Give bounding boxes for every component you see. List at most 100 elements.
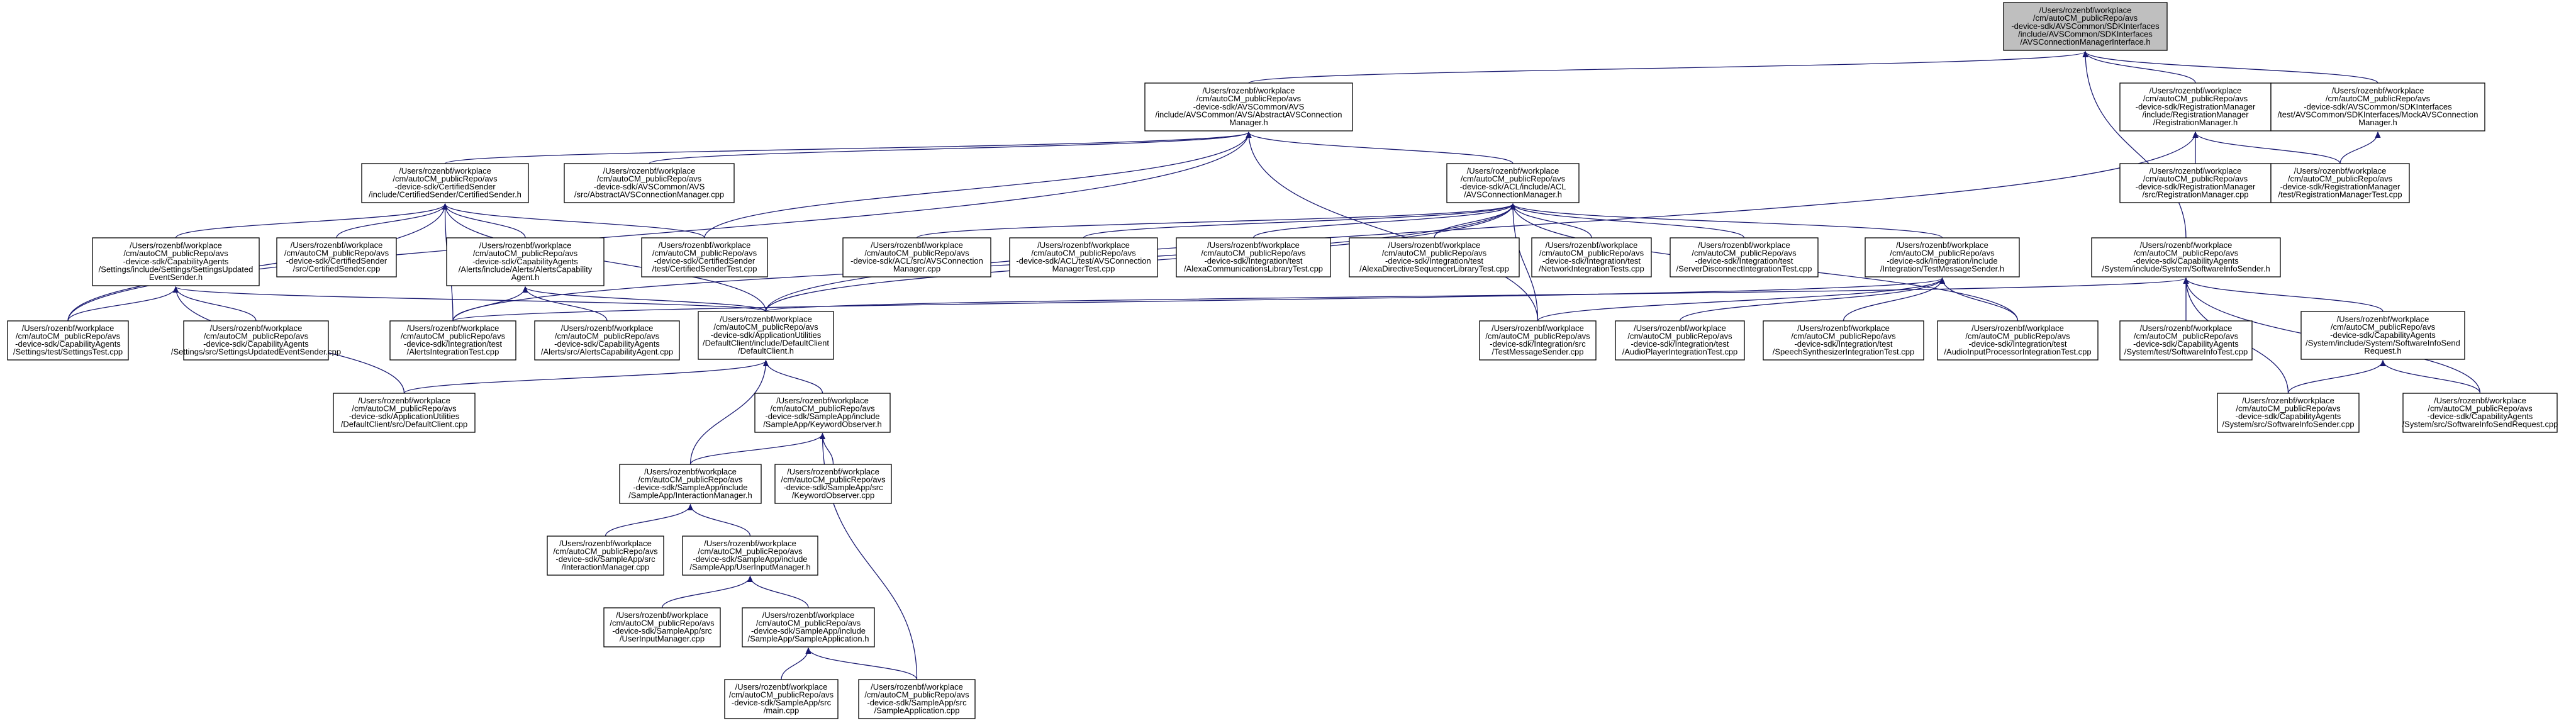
node-userinput-cpp[interactable]: /Users/rozenbf/workplace/cm/autoCM_publi… <box>603 607 721 647</box>
edge-speech-to-testmsg-h <box>1843 278 1943 322</box>
node-label-line: /src/AbstractAVSConnectionManager.cpp <box>574 190 724 199</box>
node-label-line: /SampleApp/UserInputManager.h <box>689 563 810 572</box>
node-box <box>1865 237 2020 277</box>
node-box <box>603 607 721 647</box>
node-label-line: -device-sdk/CapabilityAgents <box>554 339 660 349</box>
edge-alerts-cpp-to-alerts-h <box>525 287 608 322</box>
node-label-line: -device-sdk/SampleApp/include <box>765 412 879 421</box>
node-swinfotest[interactable]: /Users/rozenbf/workplace/cm/autoCM_publi… <box>2119 320 2253 361</box>
node-testmsg-cpp[interactable]: /Users/rozenbf/workplace/cm/autoCM_publi… <box>1479 320 1597 361</box>
node-label-line: -device-sdk/AVSCommon/SDKInterfaces <box>2011 21 2160 31</box>
node-root[interactable]: /Users/rozenbf/workplace/cm/autoCM_publi… <box>2003 2 2168 51</box>
node-label-line: /SampleApp/SampleApplication.h <box>748 634 869 644</box>
node-reg-h[interactable]: /Users/rozenbf/workplace/cm/autoCM_publi… <box>2119 82 2272 132</box>
node-label-line: /Users/rozenbf/workplace <box>2294 166 2387 176</box>
node-audioplayer[interactable]: /Users/rozenbf/workplace/cm/autoCM_publi… <box>1615 320 1745 361</box>
node-label-line: /Users/rozenbf/workplace <box>407 323 499 333</box>
node-box <box>2003 2 2168 51</box>
node-swinfo-h[interactable]: /Users/rozenbf/workplace/cm/autoCM_publi… <box>2091 237 2281 277</box>
node-netint[interactable]: /Users/rozenbf/workplace/cm/autoCM_publi… <box>1531 237 1652 277</box>
node-label-line: -device-sdk/ApplicationUtilities <box>349 412 460 421</box>
node-label-line: -device-sdk/ACL/test/AVSConnection <box>1016 256 1151 266</box>
node-alexadir[interactable]: /Users/rozenbf/workplace/cm/autoCM_publi… <box>1349 237 1520 277</box>
node-label-line: /cm/autoCM_publicRepo/avs <box>1031 249 1136 258</box>
node-mock-h[interactable]: /Users/rozenbf/workplace/cm/autoCM_publi… <box>2270 82 2485 132</box>
node-label-line: /ServerDisconnectIntegrationTest.cpp <box>1676 264 1812 274</box>
node-box <box>754 393 891 433</box>
node-label-line: /AlexaCommunicationsLibraryTest.cpp <box>1184 264 1323 274</box>
node-label-line: /cm/autoCM_publicRepo/avs <box>16 332 121 341</box>
node-swreq-h[interactable]: /Users/rozenbf/workplace/cm/autoCM_publi… <box>2300 311 2465 360</box>
node-label-line: /Users/rozenbf/workplace <box>1467 166 1559 176</box>
edge-path <box>525 287 608 322</box>
node-label-line: /cm/autoCM_publicRepo/avs <box>123 249 228 258</box>
node-acl-cpp[interactable]: /Users/rozenbf/workplace/cm/autoCM_publi… <box>842 237 991 277</box>
node-testmsg-h[interactable]: /Users/rozenbf/workplace/cm/autoCM_publi… <box>1865 237 2020 277</box>
node-sampleapp-cpp[interactable]: /Users/rozenbf/workplace/cm/autoCM_publi… <box>858 679 976 719</box>
node-label-line: -device-sdk/Integration/test <box>404 339 502 349</box>
node-alerts-h[interactable]: /Users/rozenbf/workplace/cm/autoCM_publi… <box>446 237 605 286</box>
node-settings-cpp[interactable]: /Users/rozenbf/workplace/cm/autoCM_publi… <box>171 320 341 361</box>
node-defclient-h[interactable]: /Users/rozenbf/workplace/cm/autoCM_publi… <box>698 311 834 360</box>
node-interact-cpp[interactable]: /Users/rozenbf/workplace/cm/autoCM_publi… <box>547 535 664 576</box>
node-label-line: /Users/rozenbf/workplace <box>2332 86 2424 96</box>
node-label-line: -device-sdk/CapabilityAgents <box>203 339 309 349</box>
node-label-line: -device-sdk/ACL/include/ACL <box>1459 182 1566 191</box>
node-label-line: -device-sdk/RegistrationManager <box>2136 102 2256 111</box>
node-label-line: Request.h <box>2364 346 2401 356</box>
node-userinput-h[interactable]: /Users/rozenbf/workplace/cm/autoCM_publi… <box>682 535 818 576</box>
node-label-line: -device-sdk/SampleApp/include <box>751 626 866 636</box>
node-reg-cpp[interactable]: /Users/rozenbf/workplace/cm/autoCM_publi… <box>2119 163 2272 203</box>
node-label-line: /AlertsIntegrationTest.cpp <box>407 347 499 357</box>
edge-defclient-h-to-settings-h <box>176 287 767 312</box>
node-box <box>2217 393 2360 433</box>
node-sampleapp-h[interactable]: /Users/rozenbf/workplace/cm/autoCM_publi… <box>742 607 875 647</box>
node-label-line: -device-sdk/SampleApp/src <box>555 554 655 564</box>
node-label-line: -device-sdk/CapabilityAgents <box>2330 330 2436 340</box>
edge-main-cpp-to-sampleapp-h <box>781 648 808 680</box>
node-acl-h[interactable]: /Users/rozenbf/workplace/cm/autoCM_publi… <box>1446 163 1580 203</box>
node-settingstest[interactable]: /Users/rozenbf/workplace/cm/autoCM_publi… <box>7 320 129 361</box>
node-acl-test[interactable]: /Users/rozenbf/workplace/cm/autoCM_publi… <box>1009 237 1158 277</box>
node-label-line: /include/CertifiedSender/CertifiedSender… <box>369 190 521 199</box>
node-label-line: /cm/autoCM_publicRepo/avs <box>1461 174 1566 184</box>
node-box <box>1479 320 1597 361</box>
node-certtest[interactable]: /Users/rozenbf/workplace/cm/autoCM_publi… <box>641 237 768 277</box>
node-alertsinttest[interactable]: /Users/rozenbf/workplace/cm/autoCM_publi… <box>389 320 516 361</box>
node-swreq-cpp[interactable]: /Users/rozenbf/workplace/cm/autoCM_publi… <box>2402 393 2558 433</box>
node-label-line: /Users/rozenbf/workplace <box>2140 240 2233 250</box>
node-cert-h[interactable]: /Users/rozenbf/workplace/cm/autoCM_publi… <box>361 163 529 203</box>
node-kwobs-h[interactable]: /Users/rozenbf/workplace/cm/autoCM_publi… <box>754 393 891 433</box>
node-alerts-cpp[interactable]: /Users/rozenbf/workplace/cm/autoCM_publi… <box>534 320 680 361</box>
node-label-line: /cm/autoCM_publicRepo/avs <box>204 332 309 341</box>
node-label-line: /Users/rozenbf/workplace <box>704 539 796 548</box>
node-defclient-cpp[interactable]: /Users/rozenbf/workplace/cm/autoCM_publi… <box>333 393 476 433</box>
node-box <box>1937 320 2099 361</box>
edge-path <box>2085 52 2196 84</box>
node-box <box>547 535 664 576</box>
edge-testmsg-h-to-acl-h <box>1513 204 1943 238</box>
node-abs-cpp[interactable]: /Users/rozenbf/workplace/cm/autoCM_publi… <box>564 163 735 203</box>
edge-path <box>765 278 2187 312</box>
edge-certtest-to-abs-h <box>704 132 1249 238</box>
node-main-cpp[interactable]: /Users/rozenbf/workplace/cm/autoCM_publi… <box>724 679 839 719</box>
node-settings-h[interactable]: /Users/rozenbf/workplace/cm/autoCM_publi… <box>92 237 260 286</box>
node-speech[interactable]: /Users/rozenbf/workplace/cm/autoCM_publi… <box>1763 320 1924 361</box>
node-alexacomm[interactable]: /Users/rozenbf/workplace/cm/autoCM_publi… <box>1176 237 1331 277</box>
node-label-line: /Users/rozenbf/workplace <box>1896 240 1988 250</box>
node-label-line: -device-sdk/RegistrationManager <box>2136 182 2256 191</box>
edge-netint-to-acl-h <box>1513 204 1592 238</box>
node-cert-cpp[interactable]: /Users/rozenbf/workplace/cm/autoCM_publi… <box>276 237 397 277</box>
node-abs-h[interactable]: /Users/rozenbf/workplace/cm/autoCM_publi… <box>1144 82 1353 132</box>
node-regtest[interactable]: /Users/rozenbf/workplace/cm/autoCM_publi… <box>2270 163 2410 203</box>
node-kwobs-cpp[interactable]: /Users/rozenbf/workplace/cm/autoCM_publi… <box>774 464 892 504</box>
node-label-line: /cm/autoCM_publicRepo/avs <box>2331 322 2436 332</box>
node-box <box>446 237 605 286</box>
edge-path <box>1679 278 1943 322</box>
node-label-line: /cm/autoCM_publicRepo/avs <box>698 547 803 556</box>
node-serverdisc[interactable]: /Users/rozenbf/workplace/cm/autoCM_publi… <box>1670 237 1819 277</box>
node-interact-h[interactable]: /Users/rozenbf/workplace/cm/autoCM_publi… <box>619 464 762 504</box>
node-swinfo-cpp[interactable]: /Users/rozenbf/workplace/cm/autoCM_publi… <box>2217 393 2360 433</box>
node-label-line: /cm/autoCM_publicRepo/avs <box>284 249 389 258</box>
node-audioinput[interactable]: /Users/rozenbf/workplace/cm/autoCM_publi… <box>1937 320 2099 361</box>
